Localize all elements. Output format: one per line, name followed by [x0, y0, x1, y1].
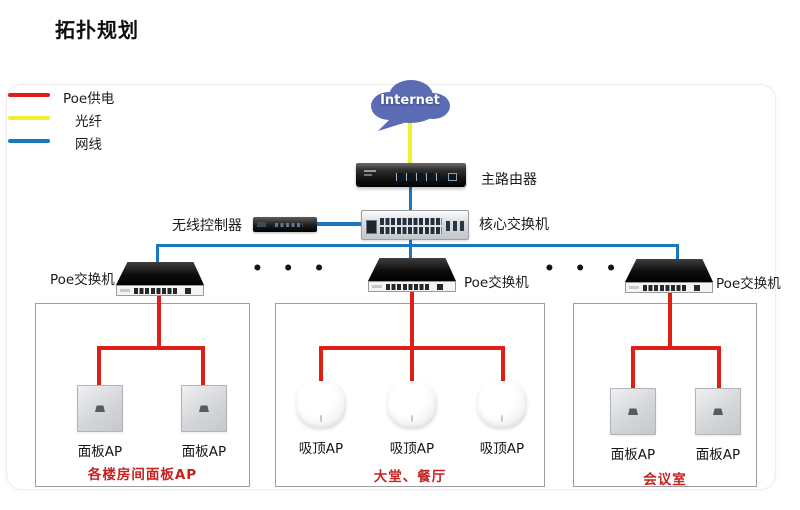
trunk-line	[156, 244, 679, 247]
panel-ap-device	[77, 385, 123, 432]
internet-label: Internet	[380, 93, 440, 108]
ap-label: 面板AP	[610, 447, 656, 463]
wireless-controller-label: 无线控制器	[172, 218, 242, 234]
legend-label-poe: Poe供电	[63, 91, 115, 107]
poe-switch-right-device	[625, 259, 713, 293]
trunk-drop-middle	[409, 246, 412, 259]
ap-led-slit	[501, 415, 503, 422]
poe-switch-faceplate	[368, 281, 456, 292]
group-caption-rooms: 各楼房间面板AP	[87, 467, 198, 483]
ap-led-slit	[320, 415, 322, 422]
page-title: 拓扑规划	[55, 18, 139, 42]
ap-label: 吸顶AP	[298, 441, 344, 457]
group-caption-meeting: 会议室	[643, 472, 687, 488]
poe-switch-logo	[629, 286, 639, 289]
poe-uplink-rooms	[157, 294, 161, 348]
poe-switch-ports	[386, 283, 430, 290]
ap-label: 吸顶AP	[389, 441, 435, 457]
poe-switch-logo	[120, 289, 130, 292]
ap-label: 面板AP	[77, 444, 123, 460]
ap-label: 面板AP	[181, 444, 227, 460]
poe-switch-faceplate	[625, 282, 713, 293]
ceiling-ap-device	[477, 381, 527, 429]
main-router-device	[356, 163, 466, 187]
poe-split-rooms	[97, 346, 205, 350]
poe-switch-chassis	[116, 262, 204, 285]
rj45-jack-icon	[199, 405, 209, 412]
poe-switch-right-label: Poe交换机	[716, 276, 781, 292]
poe-switch-left-device	[116, 262, 204, 296]
trunk-drop-left	[156, 244, 159, 263]
link-internet-router-fiber	[408, 120, 412, 166]
poe-switch-ports	[134, 287, 178, 294]
poe-switch-uplink-port	[184, 287, 191, 294]
legend-line-fiber-icon	[8, 116, 50, 120]
router-logo	[364, 170, 376, 172]
legend-line-ethernet-icon	[8, 139, 50, 143]
internet-cloud-icon	[371, 80, 450, 131]
trunk-drop-right	[676, 244, 679, 261]
link-router-core	[409, 186, 412, 213]
poe-switch-left-label: Poe交换机	[50, 272, 115, 288]
ap-label: 面板AP	[695, 447, 741, 463]
poe-split-meeting	[631, 346, 721, 350]
poe-uplink-lobby	[410, 290, 414, 348]
poe-drop-rooms-1	[97, 346, 101, 386]
legend-label-ethernet: 网线	[75, 137, 102, 153]
ellipsis-left: • • •	[252, 259, 332, 279]
poe-drop-lobby-3	[501, 346, 505, 383]
poe-switch-chassis	[625, 259, 713, 282]
poe-switch-middle-device	[368, 258, 456, 292]
router-wan-port	[448, 173, 457, 181]
wireless-controller-device	[253, 217, 317, 232]
ap-led-slit	[411, 415, 413, 422]
poe-drop-lobby-1	[319, 346, 323, 383]
controller-logo	[257, 222, 266, 227]
router-ports	[396, 173, 440, 181]
ceiling-ap-device	[296, 381, 346, 429]
rj45-jack-icon	[628, 408, 638, 415]
poe-switch-chassis	[368, 258, 456, 281]
panel-ap-device	[695, 388, 741, 435]
router-logo-line	[364, 174, 372, 176]
legend-label-fiber: 光纤	[75, 114, 102, 130]
poe-drop-rooms-2	[201, 346, 205, 386]
ceiling-ap-device	[387, 381, 437, 429]
poe-drop-meeting-2	[717, 346, 721, 389]
poe-switch-logo	[372, 285, 382, 288]
poe-switch-uplink-port	[436, 283, 443, 290]
core-switch-device	[361, 210, 469, 240]
link-core-to-trunk	[409, 239, 412, 247]
legend-line-poe-icon	[8, 93, 50, 97]
ap-label: 吸顶AP	[479, 441, 525, 457]
core-switch-module	[366, 220, 377, 234]
link-controller-core	[317, 222, 363, 226]
core-switch-label: 核心交换机	[479, 217, 549, 233]
rj45-jack-icon	[95, 405, 105, 412]
poe-switch-faceplate	[116, 285, 204, 296]
poe-drop-meeting-1	[631, 346, 635, 389]
panel-ap-device	[181, 385, 227, 432]
group-caption-lobby: 大堂、餐厅	[373, 469, 447, 485]
panel-ap-device	[610, 388, 656, 435]
poe-switch-ports	[643, 284, 687, 291]
poe-switch-uplink-port	[693, 284, 700, 291]
poe-uplink-meeting	[668, 292, 672, 348]
core-switch-ports	[380, 218, 442, 234]
core-switch-uplink-ports	[446, 221, 464, 231]
poe-switch-middle-label: Poe交换机	[464, 275, 529, 291]
poe-drop-lobby-2	[410, 346, 414, 383]
ellipsis-right: • • •	[544, 259, 624, 279]
rj45-jack-icon	[713, 408, 723, 415]
main-router-label: 主路由器	[481, 172, 537, 188]
controller-ports	[275, 223, 303, 227]
